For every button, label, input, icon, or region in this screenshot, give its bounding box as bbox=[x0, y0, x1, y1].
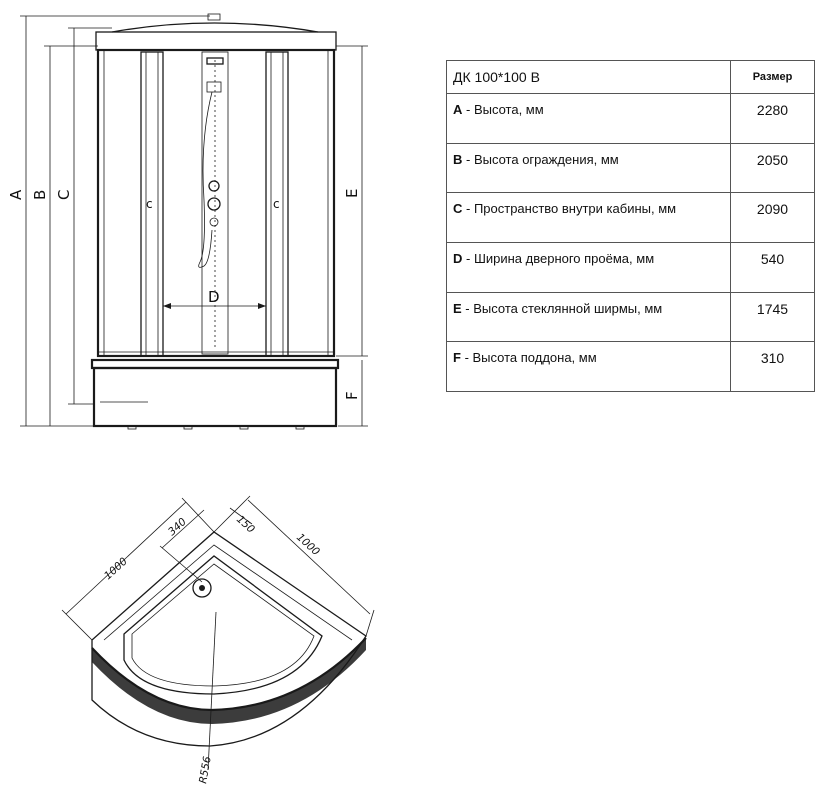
row-key: B bbox=[453, 151, 463, 167]
table-row: B - Высота ограждения, мм 2050 bbox=[446, 142, 815, 194]
dim-e-label: E bbox=[343, 189, 361, 198]
row-value: 2280 bbox=[730, 93, 815, 144]
shower-tray bbox=[92, 366, 338, 428]
spec-table: ДК 100*100 В Размер A - Высота, мм 2280 … bbox=[446, 60, 815, 392]
row-value: 310 bbox=[730, 341, 815, 392]
row-key: E bbox=[453, 300, 462, 316]
door-right bbox=[265, 51, 289, 357]
dim-340 bbox=[161, 509, 205, 549]
shower-head bbox=[206, 57, 224, 65]
cabin-frame bbox=[96, 48, 336, 358]
row-key: A bbox=[453, 102, 463, 117]
handle-right-icon: c bbox=[273, 197, 280, 211]
row-value: 1745 bbox=[730, 291, 815, 343]
top-dim-1000-left: 1000 bbox=[102, 555, 130, 582]
dim-d-label: D bbox=[208, 288, 220, 306]
row-key: F bbox=[453, 350, 461, 366]
row-label: - Ширина дверного проёма, мм bbox=[462, 250, 655, 266]
row-value: 2050 bbox=[730, 142, 815, 194]
size-header: Размер bbox=[730, 60, 815, 94]
drain-icon bbox=[192, 578, 212, 598]
top-dim-340: 340 bbox=[166, 516, 189, 539]
table-header-row: ДК 100*100 В Размер bbox=[446, 60, 815, 94]
dim-b-label: B bbox=[31, 190, 49, 200]
dim-1000-right bbox=[247, 499, 371, 615]
dim-1000-left bbox=[65, 501, 187, 615]
roof-vent bbox=[207, 13, 221, 21]
dim-f-label: F bbox=[343, 391, 361, 400]
table-row: A - Высота, мм 2280 bbox=[446, 93, 815, 144]
table-row: E - Высота стеклянной ширмы, мм 1745 bbox=[446, 291, 815, 343]
top-dim-150: 150 bbox=[234, 513, 257, 536]
dim-c-label: C bbox=[55, 190, 73, 200]
back-panel-column bbox=[201, 51, 229, 355]
control-knob-3 bbox=[209, 217, 219, 227]
handle-left-icon: c bbox=[146, 197, 153, 211]
top-view: 1000 1000 340 150 R556 bbox=[61, 495, 375, 785]
table-row: C - Пространство внутри кабины, мм 2090 bbox=[446, 192, 815, 243]
handheld-holder bbox=[206, 81, 222, 93]
dim-a-label: A bbox=[7, 189, 25, 200]
top-dim-1000-right: 1000 bbox=[294, 531, 322, 558]
row-label: - Высота поддона, мм bbox=[460, 350, 597, 366]
tray-rim bbox=[90, 358, 340, 370]
shower-hose bbox=[198, 91, 213, 268]
row-key: D bbox=[453, 250, 463, 266]
row-value: 540 bbox=[730, 241, 815, 293]
roof-rim bbox=[95, 31, 337, 51]
roof-dome bbox=[111, 22, 319, 33]
row-label: - Высота ограждения, мм bbox=[462, 151, 619, 167]
radius-leader bbox=[207, 611, 217, 771]
row-label: - Высота, мм bbox=[462, 102, 544, 117]
door-left bbox=[140, 51, 164, 357]
front-view: c c D A B C bbox=[7, 13, 368, 430]
control-knob-2 bbox=[207, 197, 221, 211]
table-row: F - Высота поддона, мм 310 bbox=[446, 341, 815, 392]
row-label: - Высота стеклянной ширмы, мм bbox=[461, 300, 663, 316]
table-row: D - Ширина дверного проёма, мм 540 bbox=[446, 241, 815, 293]
row-label: - Пространство внутри кабины, мм bbox=[462, 201, 677, 217]
row-key: C bbox=[453, 201, 463, 217]
top-dim-radius: R556 bbox=[197, 755, 214, 784]
tray-basin bbox=[123, 555, 323, 695]
control-knob-1 bbox=[208, 180, 220, 192]
tray-feet bbox=[127, 425, 305, 430]
row-value: 2090 bbox=[730, 192, 815, 243]
dim-150 bbox=[229, 507, 253, 525]
model-title: ДК 100*100 В bbox=[446, 60, 731, 94]
